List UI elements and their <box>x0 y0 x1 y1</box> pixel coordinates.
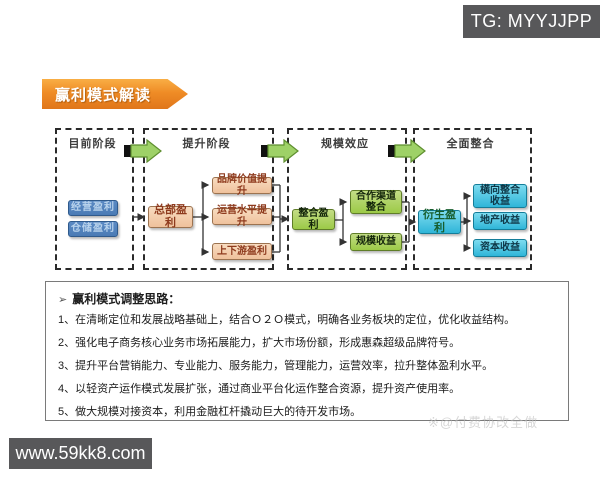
site-url-text: www.59kk8.com <box>15 443 146 463</box>
stage-title-improve: 提升阶段 <box>182 138 231 150</box>
node-upstream-downstream-profit: 上下游盈利 <box>212 243 272 260</box>
tg-contact-text: TG: MYYJJPP <box>470 11 593 31</box>
node-hq-profit: 总部盈利 <box>148 204 193 229</box>
note-item-5: 5、做大规模对接资本，利用金融杠杆撬动巨大的待开发市场。 <box>58 406 362 418</box>
node-operation-level-up: 运营水平提升 <box>212 205 272 228</box>
notes-title: 赢利模式调整思路： <box>72 292 181 306</box>
node-brand-value-up: 品牌价值提升 <box>212 174 272 197</box>
stage-arrow-icon <box>261 139 299 163</box>
note-item-2: 2、强化电子商务核心业务市场拓展能力，扩大市场份额，形成惠森超级品牌符号。 <box>58 337 461 349</box>
note-item-3: 3、提升平台营销能力、专业能力、服务能力，管理能力，运营效率，拉升整体盈利水平。 <box>58 360 494 372</box>
stage-title-scale: 规模效应 <box>321 138 369 150</box>
note-item-1: 1、在清晰定位和发展战略基础上，结合Ｏ２Ｏ模式，明确各业务板块的定位，优化收益结… <box>58 314 516 326</box>
stage-frame-integrate <box>413 128 532 270</box>
node-capital-gain: 资本收益 <box>473 239 527 257</box>
note-item-4: 4、以轻资产运作模式发展扩张，通过商业平台化运作整合资源，提升资产使用率。 <box>58 383 461 395</box>
stage-title-current: 目前阶段 <box>68 138 117 150</box>
section-banner-title: 赢利模式解读 <box>55 86 152 104</box>
node-derivative-profit: 衍生盈利 <box>418 209 461 234</box>
notes-title-row: ➢ 赢利模式调整思路： <box>58 290 556 307</box>
section-banner: 赢利模式解读 <box>42 79 188 109</box>
watermark-text: ※@付费协改全做 <box>428 415 539 430</box>
node-realestate-gain: 地产收益 <box>473 212 527 230</box>
stage-arrow-icon <box>124 139 162 163</box>
node-integration-profit: 整合盈利 <box>292 208 335 231</box>
stage-frame-current <box>55 128 134 270</box>
site-url-badge: www.59kk8.com <box>9 438 152 469</box>
stage-frame-improve <box>143 128 274 270</box>
stage-arrow-icon <box>388 139 426 163</box>
notes-panel: ➢ 赢利模式调整思路： 1、在清晰定位和发展战略基础上，结合Ｏ２Ｏ模式，明确各业务… <box>45 281 569 421</box>
node-horizontal-integration-gain: 横向整合收益 <box>473 184 527 208</box>
node-operating-profit: 经营盈利 <box>68 200 118 216</box>
node-warehouse-profit: 仓储盈利 <box>68 221 118 237</box>
stage-frame-scale <box>287 128 407 270</box>
stage-title-integrate: 全面整合 <box>446 138 495 150</box>
node-scale-gain: 规模收益 <box>350 233 402 251</box>
node-coop-channel-integration: 合作渠道整合 <box>350 190 402 214</box>
arrow-bullet-icon: ➢ <box>58 294 68 306</box>
tg-contact-badge: TG: MYYJJPP <box>463 5 600 38</box>
